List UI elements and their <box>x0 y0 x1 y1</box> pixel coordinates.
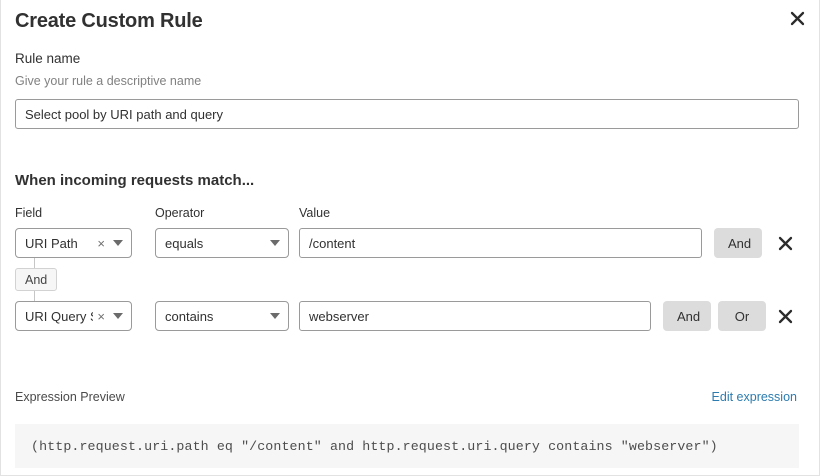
close-icon <box>778 236 792 250</box>
expression-preview-box: (http.request.uri.path eq "/content" and… <box>15 424 799 468</box>
chevron-down-icon-1 <box>113 313 123 319</box>
expression-preview-text: (http.request.uri.path eq "/content" and… <box>31 438 718 454</box>
operator-select-0[interactable]: equals <box>155 228 289 258</box>
match-section-heading: When incoming requests match... <box>15 172 255 189</box>
column-header-operator: Operator <box>155 206 205 220</box>
column-header-field: Field <box>15 206 43 220</box>
connector-line-top <box>34 258 35 268</box>
remove-condition-button-0[interactable] <box>772 228 798 258</box>
field-clear-icon-0[interactable]: × <box>97 235 105 251</box>
expression-preview-label: Expression Preview <box>15 390 125 404</box>
chevron-down-icon-op-0 <box>270 240 280 246</box>
and-button-0[interactable]: And <box>714 228 762 258</box>
operator-select-value-1: contains <box>165 308 214 324</box>
chevron-down-icon-op-1 <box>270 313 280 319</box>
and-button-1[interactable]: And <box>663 301 711 331</box>
edit-expression-link[interactable]: Edit expression <box>711 390 797 404</box>
or-button-1[interactable]: Or <box>718 301 766 331</box>
rule-name-label: Rule name <box>15 51 81 66</box>
rule-name-help-text: Give your rule a descriptive name <box>15 74 202 88</box>
field-select-0[interactable]: URI Path × <box>15 228 132 258</box>
remove-condition-button-1[interactable] <box>772 301 798 331</box>
condition-row: URI Query St... × contains And Or <box>1 301 820 331</box>
close-dialog-button[interactable] <box>785 6 809 30</box>
page-title: Create Custom Rule <box>15 10 203 32</box>
field-select-value-1: URI Query St... <box>25 308 93 324</box>
field-select-1[interactable]: URI Query St... × <box>15 301 132 331</box>
chevron-down-icon-0 <box>113 240 123 246</box>
column-header-value: Value <box>299 206 331 220</box>
value-input-0[interactable] <box>299 228 702 258</box>
operator-select-1[interactable]: contains <box>155 301 289 331</box>
condition-row: URI Path × equals And <box>1 228 820 258</box>
close-icon <box>790 11 804 25</box>
close-icon <box>778 309 792 323</box>
rule-name-input[interactable] <box>15 99 799 129</box>
group-connector-and-badge[interactable]: And <box>15 268 58 291</box>
field-clear-icon-1[interactable]: × <box>97 308 105 324</box>
operator-select-value-0: equals <box>165 235 204 251</box>
connector-line-bottom <box>34 291 35 301</box>
field-select-value-0: URI Path <box>25 235 78 251</box>
value-input-1[interactable] <box>299 301 651 331</box>
